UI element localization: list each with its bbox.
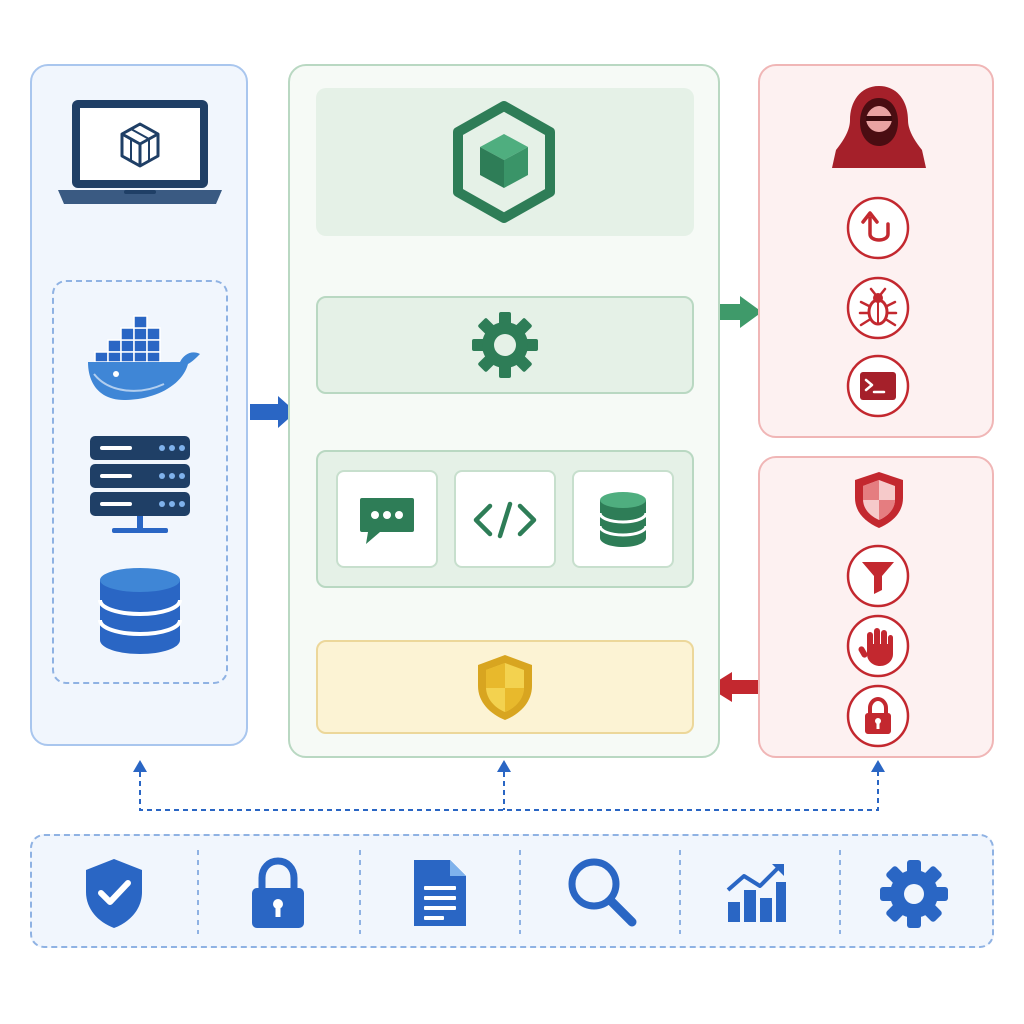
escape-arrow-icon [846, 196, 910, 260]
container-cube-icon [453, 101, 555, 223]
gear-icon [472, 312, 538, 378]
laptop-container-icon [58, 100, 222, 204]
defense-to-center-arrow [708, 672, 768, 702]
container-runtime-group [52, 280, 228, 684]
analytics-chart-icon [726, 864, 786, 922]
lock-icon [846, 684, 910, 748]
lock-icon [252, 857, 304, 928]
shield-icon [855, 472, 903, 528]
hooded-attacker-icon [832, 86, 926, 168]
bottom-feedback-connectors [139, 772, 879, 811]
code-icon [473, 501, 537, 539]
shield-check-icon [86, 859, 142, 928]
bug-icon [846, 276, 910, 340]
settings-gear-icon [880, 860, 948, 928]
shield-icon [478, 655, 532, 720]
docker-whale-icon [88, 315, 200, 400]
server-rack-icon [90, 436, 190, 533]
bottom-bar-dividers [197, 850, 841, 934]
search-icon [568, 858, 637, 927]
left-to-center-arrow [250, 396, 296, 428]
bottom-capabilities-bar [30, 834, 994, 948]
terminal-icon [846, 354, 910, 418]
center-to-threat-arrow [712, 296, 762, 328]
stop-hand-icon [846, 614, 910, 678]
database-icon [598, 492, 648, 547]
document-icon [414, 860, 466, 926]
bottom-feedback-arrowheads [133, 760, 885, 772]
database-icon [98, 568, 182, 654]
chat-icon [360, 498, 414, 544]
filter-icon [846, 544, 910, 608]
